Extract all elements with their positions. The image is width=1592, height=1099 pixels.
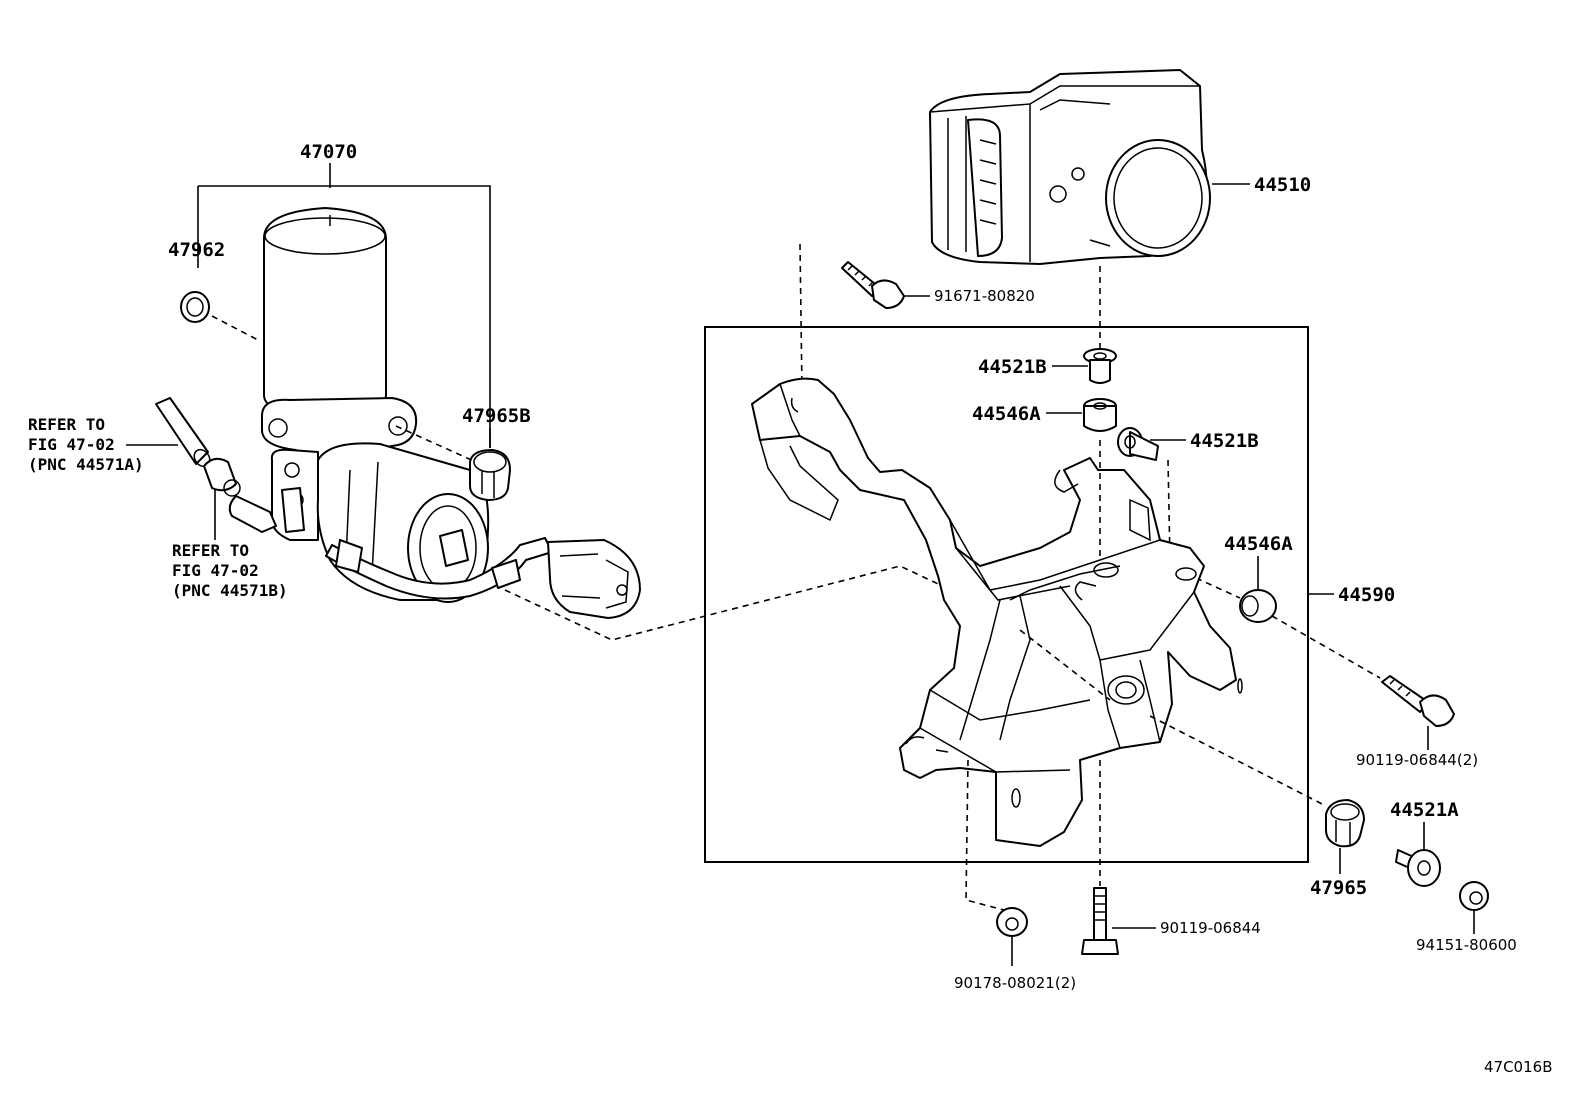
- reference-note-44571A[interactable]: REFER TO FIG 47-02 (PNC 44571A): [28, 415, 144, 474]
- callout-47962: 47962: [168, 239, 225, 261]
- pump-assembly-47070[interactable]: [197, 163, 641, 619]
- svg-text:(PNC 44571B): (PNC 44571B): [172, 581, 288, 600]
- callout-90178-08021-2: 90178-08021(2): [954, 974, 1076, 992]
- abs-actuator-44510[interactable]: [929, 69, 1211, 265]
- callout-44546A-top: 44546A: [972, 403, 1041, 425]
- grommet-44546A-right[interactable]: [1239, 589, 1277, 623]
- cushion-47965[interactable]: [1325, 799, 1365, 848]
- o-ring-47962[interactable]: [180, 291, 210, 323]
- callout-47070: 47070: [300, 141, 357, 163]
- callout-44590: 44590: [1338, 584, 1395, 606]
- svg-text:FIG 47-02: FIG 47-02: [28, 435, 115, 454]
- nut-94151-80600[interactable]: [1459, 881, 1489, 911]
- svg-text:(PNC 44571A): (PNC 44571A): [28, 455, 144, 474]
- reference-note-44571B[interactable]: REFER TO FIG 47-02 (PNC 44571B): [172, 541, 288, 600]
- clip-44571B: [203, 457, 241, 497]
- cushion-47965B[interactable]: [469, 449, 511, 501]
- callout-91671-80820: 91671-80820: [934, 287, 1035, 305]
- svg-text:REFER TO: REFER TO: [28, 415, 105, 434]
- callout-44521B-right: 44521B: [1190, 430, 1259, 452]
- nut-90178-08021[interactable]: [996, 907, 1028, 937]
- bolt-91671-80820[interactable]: [841, 261, 905, 309]
- svg-text:FIG 47-02: FIG 47-02: [172, 561, 259, 580]
- callout-90119-06844: 90119-06844: [1160, 919, 1261, 937]
- grommet-44546A-top[interactable]: [1083, 398, 1117, 432]
- collar-44521A[interactable]: [1395, 849, 1441, 887]
- bolt-90119-06844-pair[interactable]: [1381, 675, 1455, 727]
- callout-44521A: 44521A: [1390, 799, 1459, 821]
- figure-code: 47C016B: [1484, 1058, 1552, 1076]
- callout-90119-06844-2: 90119-06844(2): [1356, 751, 1478, 769]
- hose-44571A: [155, 397, 211, 468]
- callout-44521B-top: 44521B: [978, 356, 1047, 378]
- bolt-90119-06844[interactable]: [1081, 887, 1119, 955]
- bracket-44590[interactable]: [751, 377, 1243, 847]
- collar-44521B-right[interactable]: [1117, 427, 1159, 461]
- callout-47965: 47965: [1310, 877, 1367, 899]
- callout-94151-80600: 94151-80600: [1416, 936, 1517, 954]
- callout-44546A-right: 44546A: [1224, 533, 1293, 555]
- collar-44521B-top[interactable]: [1083, 348, 1117, 384]
- callout-44510: 44510: [1254, 174, 1311, 196]
- callout-47965B: 47965B: [462, 405, 531, 427]
- svg-text:REFER TO: REFER TO: [172, 541, 249, 560]
